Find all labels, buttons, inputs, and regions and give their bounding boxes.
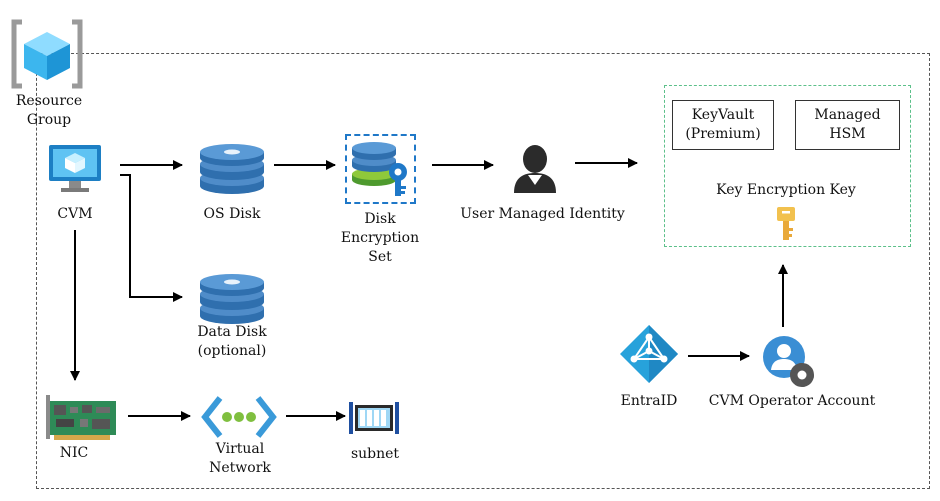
user-identity-icon — [514, 145, 556, 193]
keyvault-premium-box: KeyVault (Premium) — [672, 100, 774, 150]
virtual-network-label: Virtual Network — [209, 441, 271, 476]
nic-label: NIC — [59, 445, 89, 461]
subnet-icon — [349, 402, 399, 434]
disk-encryption-set-label: Disk Encryption Set — [340, 211, 420, 265]
os-disk-icon — [200, 144, 264, 194]
entra-id-label: EntraID — [620, 393, 678, 409]
managed-hsm-box: Managed HSM — [795, 100, 900, 150]
os-disk-label: OS Disk — [203, 206, 261, 222]
nic-card-icon — [46, 395, 116, 440]
data-disk-label: Data Disk (optional) — [197, 324, 267, 359]
disk-encryption-set-frame — [345, 134, 416, 204]
disk-encryption-set-icon — [352, 142, 407, 196]
key-store-container — [664, 85, 911, 247]
cvm-operator-account-label: CVM Operator Account — [708, 393, 876, 409]
data-disk-icon — [200, 274, 264, 324]
entra-id-icon — [620, 325, 678, 383]
resource-group-boundary — [36, 53, 930, 489]
subnet-label: subnet — [350, 446, 400, 462]
key-icon — [777, 207, 795, 240]
virtual-network-icon — [201, 396, 277, 438]
arrow-cvm-to-data-disk — [120, 174, 183, 302]
operator-account-icon — [763, 336, 814, 387]
resource-group-icon — [11, 19, 83, 89]
cvm-label: CVM — [57, 206, 93, 222]
resource-group-label: Resource Group — [15, 93, 83, 128]
cvm-monitor-icon — [49, 145, 101, 192]
key-encryption-key-label: Key Encryption Key — [716, 182, 856, 198]
user-managed-identity-label: User Managed Identity — [460, 206, 625, 222]
